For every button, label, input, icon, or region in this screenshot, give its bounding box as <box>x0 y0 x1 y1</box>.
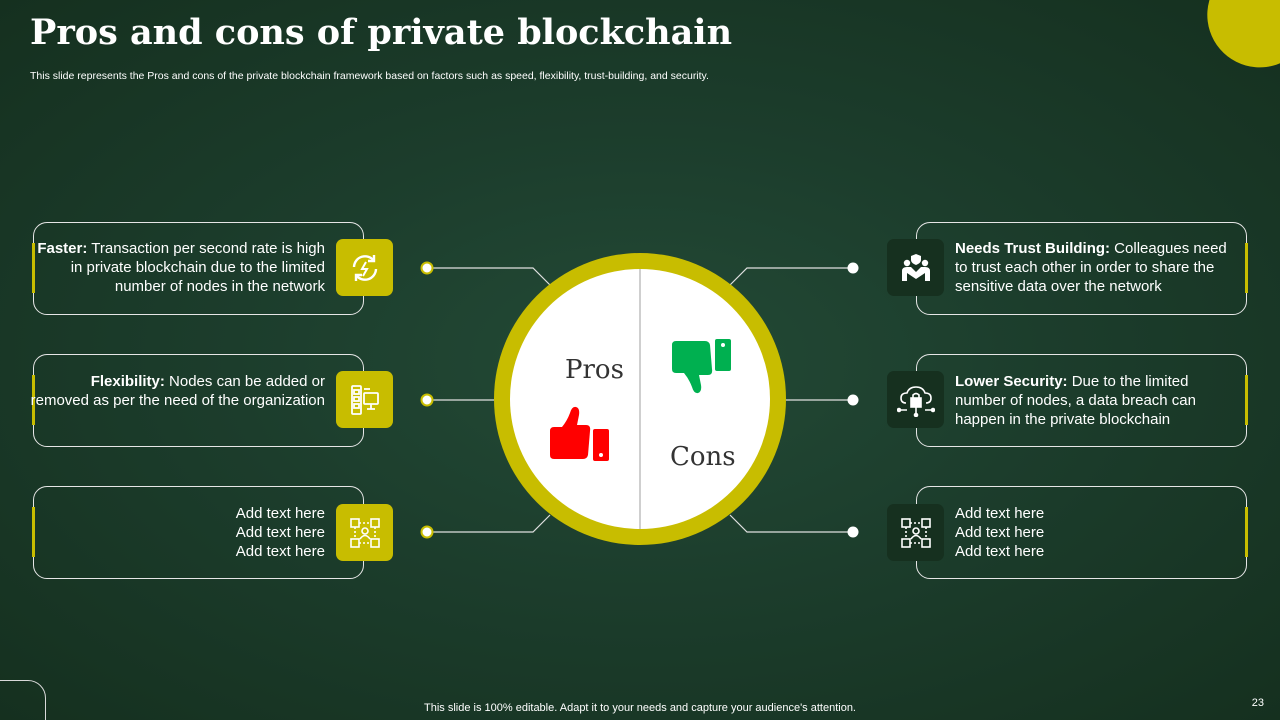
pro-body: Nodes can be added or removed as per the… <box>30 373 325 409</box>
circle-inner: Pros Cons <box>510 269 770 529</box>
network-people-icon <box>887 504 944 561</box>
placeholder-line: Add text here <box>955 543 1045 560</box>
corner-outline-decoration <box>0 680 46 720</box>
slide-subtitle: This slide represents the Pros and cons … <box>30 70 709 82</box>
thumbs-up-icon <box>550 406 609 461</box>
pro-text-faster: Faster: Transaction per second rate is h… <box>30 239 325 296</box>
con-heading: Needs Trust Building: <box>955 240 1111 257</box>
con-body: Colleagues need to trust each other in o… <box>955 240 1227 295</box>
placeholder-line: Add text here <box>955 524 1045 541</box>
placeholder-line: Add text here <box>235 505 325 522</box>
circle-divider <box>639 269 641 529</box>
security-lock-icon <box>887 371 944 428</box>
connector-dot <box>847 262 859 274</box>
network-people-icon <box>336 504 393 561</box>
placeholder-line: Add text here <box>955 505 1045 522</box>
speed-sync-icon <box>336 239 393 296</box>
con-body: Due to the limited number of nodes, a da… <box>955 373 1196 428</box>
pro-body: Transaction per second rate is high in p… <box>70 240 325 295</box>
slide-title: Pros and cons of private blockchain <box>30 12 733 53</box>
thumbs-down-icon <box>672 339 731 394</box>
con-text-trust: Needs Trust Building: Colleagues need to… <box>955 239 1230 296</box>
pro-text-flexibility: Flexibility: Nodes can be added or remov… <box>30 372 325 410</box>
placeholder-line: Add text here <box>235 543 325 560</box>
cons-label: Cons <box>670 442 736 472</box>
connector-dot <box>420 261 434 275</box>
connector-dot <box>847 526 859 538</box>
con-text-security: Lower Security: Due to the limited numbe… <box>955 372 1230 429</box>
connector-dot <box>847 394 859 406</box>
pro-heading: Faster: <box>37 240 88 257</box>
page-number: 23 <box>1251 697 1264 709</box>
pro-heading: Flexibility: <box>90 373 165 390</box>
pro-text-placeholder: Add text here Add text here Add text her… <box>30 504 325 561</box>
connector-dot <box>420 525 434 539</box>
flexible-nodes-icon <box>336 371 393 428</box>
pros-cons-circle: Pros Cons <box>494 253 786 545</box>
con-heading: Lower Security: <box>955 373 1068 390</box>
placeholder-line: Add text here <box>235 524 325 541</box>
footer-text: This slide is 100% editable. Adapt it to… <box>424 702 856 714</box>
pros-label: Pros <box>565 355 624 385</box>
connector-dot <box>420 393 434 407</box>
con-text-placeholder: Add text here Add text here Add text her… <box>955 504 1230 561</box>
trust-handshake-icon <box>887 239 944 296</box>
